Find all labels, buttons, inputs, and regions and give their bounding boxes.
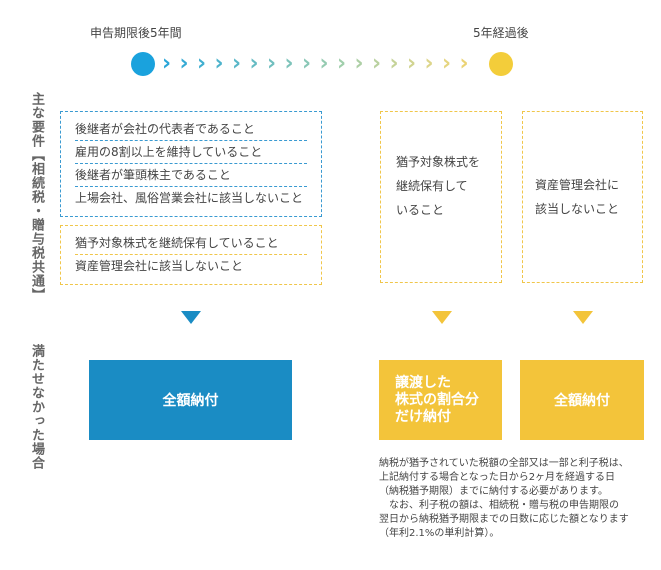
requirement-item: 上場会社、風俗営業会社に該当しないこと [75,191,304,205]
chevron-right-icon: › [162,51,172,76]
result-full-payment-left: 全額納付 [89,360,292,440]
chevron-right-icon: › [354,51,364,76]
chevron-right-icon: › [319,51,329,76]
down-arrow-icon [573,311,593,324]
timeline-chevrons: › › › › › › › › › › › › › › › › › › [162,51,482,76]
requirement-line: いること [396,203,445,217]
requirement-asset-mgmt-box: 資産管理会社に 該当しないこと [522,111,643,283]
chevron-right-icon: › [389,51,399,76]
timeline-end-dot [489,52,513,76]
timeline-start-dot [131,52,155,76]
failed-side-label: 満たせなかった場合 [29,344,44,470]
down-arrow-icon [432,311,452,324]
requirement-line: 資産管理会社に [535,178,620,192]
chevron-right-icon: › [267,51,277,76]
chevron-right-icon: › [302,51,312,76]
chevron-right-icon: › [442,51,452,76]
note-text: 納税が猶予されていた税額の全部又は一部と利子税は、 上記納付する場合となった日か… [379,458,629,539]
divider [75,186,307,187]
chevron-right-icon: › [337,51,347,76]
down-arrow-icon [181,311,201,324]
divider [75,254,307,255]
requirement-item: 後継者が会社の代表者であること [75,122,255,136]
chevron-right-icon: › [232,51,242,76]
requirements-yellow-box: 猶予対象株式を継続保有していること 資産管理会社に該当しないこと [60,225,322,285]
requirement-line: 継続保有して [396,179,468,193]
requirement-line: 該当しないこと [535,202,620,216]
chevron-right-icon: › [214,51,224,76]
requirement-item: 猶予対象株式を継続保有していること [75,236,279,250]
chevron-right-icon: › [459,51,469,76]
timeline-end-label: 5年経過後 [473,26,529,40]
requirements-blue-box: 後継者が会社の代表者であること 雇用の8割以上を維持していること 後継者が筆頭株… [60,111,322,217]
divider [75,163,307,164]
requirement-item: 資産管理会社に該当しないこと [75,259,244,273]
requirement-item: 後継者が筆頭株主であること [75,168,231,182]
chevron-right-icon: › [179,51,189,76]
divider [75,140,307,141]
requirement-item: 雇用の8割以上を維持していること [75,145,263,159]
chevron-right-icon: › [372,51,382,76]
result-proportional-payment: 譲渡した 株式の割合分 だけ納付 [379,360,502,440]
requirement-line: 猶予対象株式を [396,155,481,169]
requirement-hold-shares-box: 猶予対象株式を 継続保有して いること [380,111,502,283]
chevron-right-icon: › [249,51,259,76]
chevron-right-icon: › [424,51,434,76]
result-full-payment-right: 全額納付 [520,360,644,440]
timeline-start-label: 申告期限後5年間 [90,26,182,40]
chevron-right-icon: › [407,51,417,76]
chevron-right-icon: › [197,51,207,76]
chevron-right-icon: › [284,51,294,76]
requirements-side-label: 主な要件【相続税・贈与税共通】 [29,92,44,302]
